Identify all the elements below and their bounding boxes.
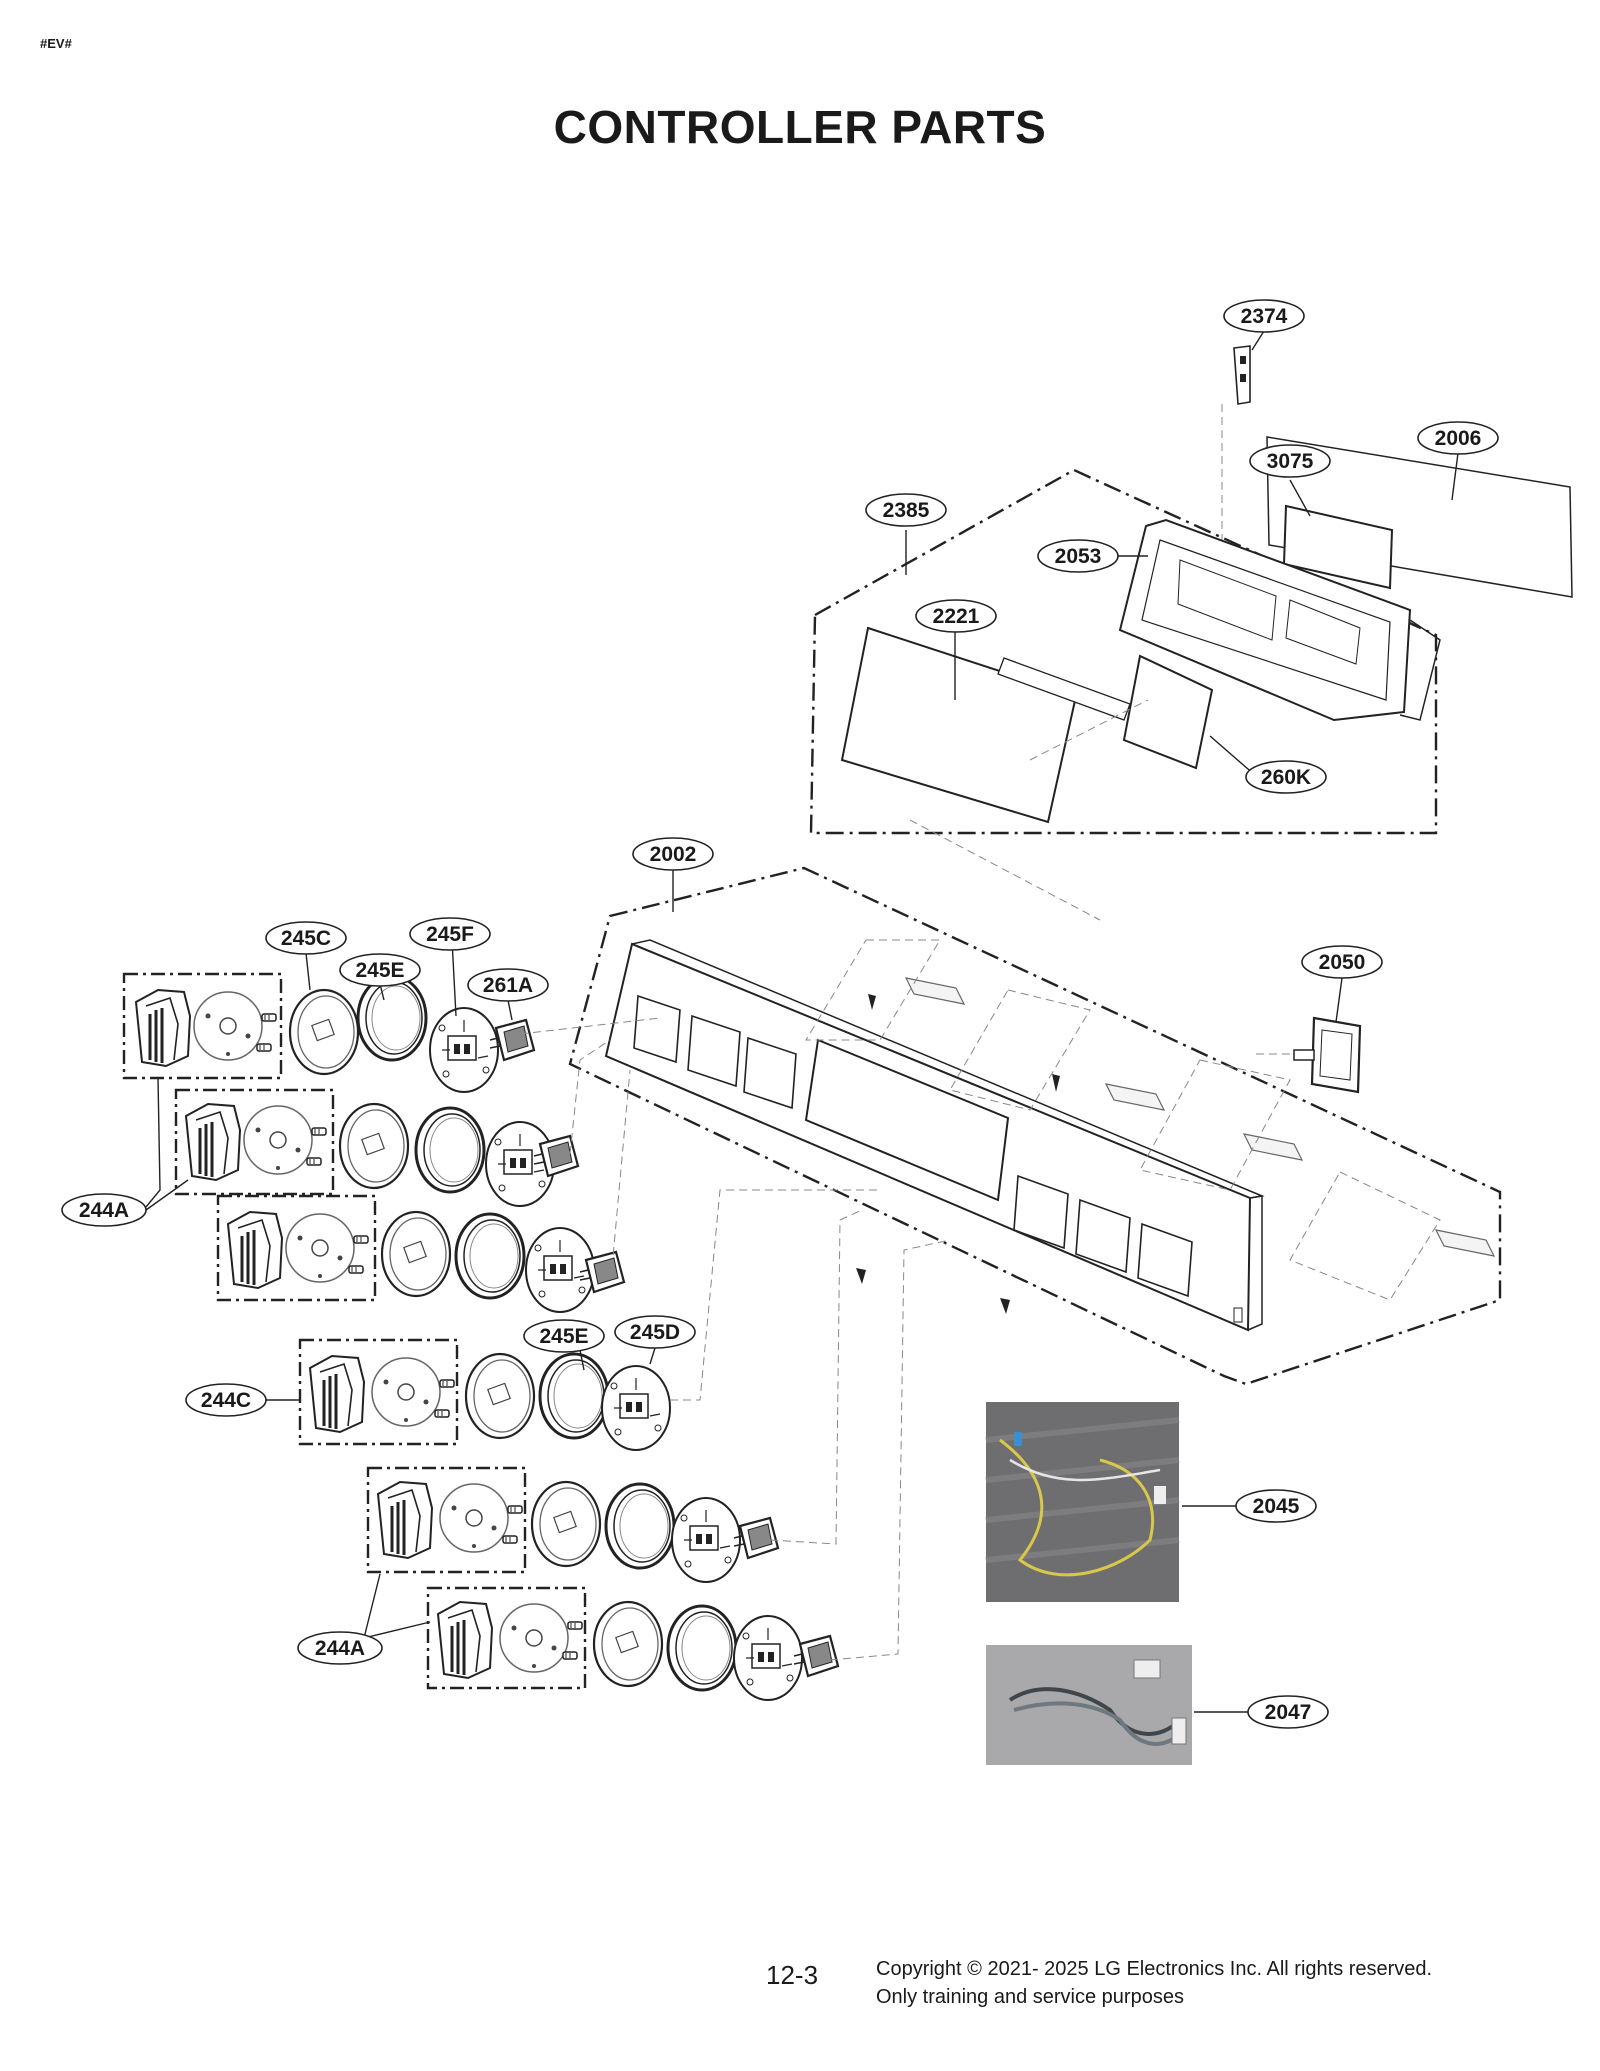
- display-module-260K: [1122, 654, 1214, 770]
- copyright-line-2: Only training and service purposes: [876, 1986, 1184, 2008]
- knob-row-6: [436, 1600, 494, 1680]
- svg-text:245E: 245E: [355, 959, 404, 982]
- page-title: CONTROLLER PARTS: [553, 101, 1047, 153]
- label-2045: 2045: [1235, 1489, 1317, 1523]
- svg-text:3075: 3075: [1267, 450, 1314, 473]
- knob-row-5: [376, 1480, 434, 1560]
- svg-text:245E: 245E: [539, 1325, 588, 1348]
- label-2053: 2053: [1037, 539, 1119, 573]
- page-number: 12-3: [766, 1960, 819, 1990]
- display-bracket-2374: [1233, 345, 1251, 405]
- svg-text:245F: 245F: [426, 923, 474, 946]
- knob-row-3: [226, 1210, 284, 1290]
- document-tag: #EV#: [40, 36, 72, 51]
- knob-row-2: [184, 1102, 242, 1182]
- knob-row-1: [134, 988, 192, 1068]
- label-244C: 244C: [185, 1383, 267, 1417]
- copyright-line-1: Copyright © 2021- 2025 LG Electronics In…: [876, 1958, 1433, 1980]
- label-244A-top: 244A: [61, 1193, 147, 1227]
- label-3075: 3075: [1249, 444, 1331, 478]
- label-245C: 245C: [265, 921, 347, 955]
- display-housing-2053: [1118, 518, 1441, 722]
- svg-text:260K: 260K: [1261, 766, 1311, 789]
- part-labels: 2374 2006 3075 2385 2053 2221 260K 2002 …: [61, 299, 1499, 1729]
- label-245E-top: 245E: [339, 953, 421, 987]
- label-245F: 245F: [409, 917, 491, 951]
- label-245D: 245D: [614, 1315, 696, 1349]
- display-board-3075: [1282, 504, 1394, 590]
- svg-text:2053: 2053: [1055, 545, 1102, 568]
- svg-text:2221: 2221: [933, 605, 980, 628]
- label-2385: 2385: [865, 493, 947, 527]
- svg-text:2050: 2050: [1319, 951, 1366, 974]
- display-assembly-group: [809, 345, 1573, 921]
- label-2221: 2221: [915, 599, 997, 633]
- svg-text:2006: 2006: [1435, 427, 1482, 450]
- svg-text:2374: 2374: [1241, 305, 1288, 328]
- sensor-2050: [1293, 1016, 1362, 1094]
- knob-assemblies-group: [122, 972, 951, 1701]
- label-2047: 2047: [1247, 1695, 1329, 1729]
- harness-photo-2045: [985, 1402, 1180, 1602]
- svg-text:244A: 244A: [315, 1637, 365, 1660]
- svg-text:245C: 245C: [281, 927, 331, 950]
- svg-text:2385: 2385: [883, 499, 930, 522]
- control-panel-2002: [604, 939, 1265, 1332]
- svg-text:2045: 2045: [1253, 1495, 1300, 1518]
- knob-row-4: [308, 1354, 366, 1434]
- harness-photo-2047: [986, 1645, 1192, 1765]
- label-2006: 2006: [1417, 421, 1499, 455]
- label-260K: 260K: [1245, 760, 1327, 794]
- label-2374: 2374: [1223, 299, 1305, 333]
- svg-text:261A: 261A: [483, 974, 533, 997]
- label-2050: 2050: [1301, 945, 1383, 979]
- control-panel-group: [568, 866, 1502, 1386]
- svg-text:2002: 2002: [650, 843, 697, 866]
- label-2002: 2002: [632, 837, 714, 871]
- display-window-2221: [840, 626, 1078, 824]
- label-245E-mid: 245E: [523, 1319, 605, 1353]
- svg-text:244C: 244C: [201, 1389, 251, 1412]
- svg-text:2047: 2047: [1265, 1701, 1312, 1724]
- label-244A-bottom: 244A: [297, 1631, 383, 1665]
- label-261A: 261A: [467, 968, 549, 1002]
- svg-text:244A: 244A: [79, 1199, 129, 1222]
- svg-text:245D: 245D: [630, 1321, 680, 1344]
